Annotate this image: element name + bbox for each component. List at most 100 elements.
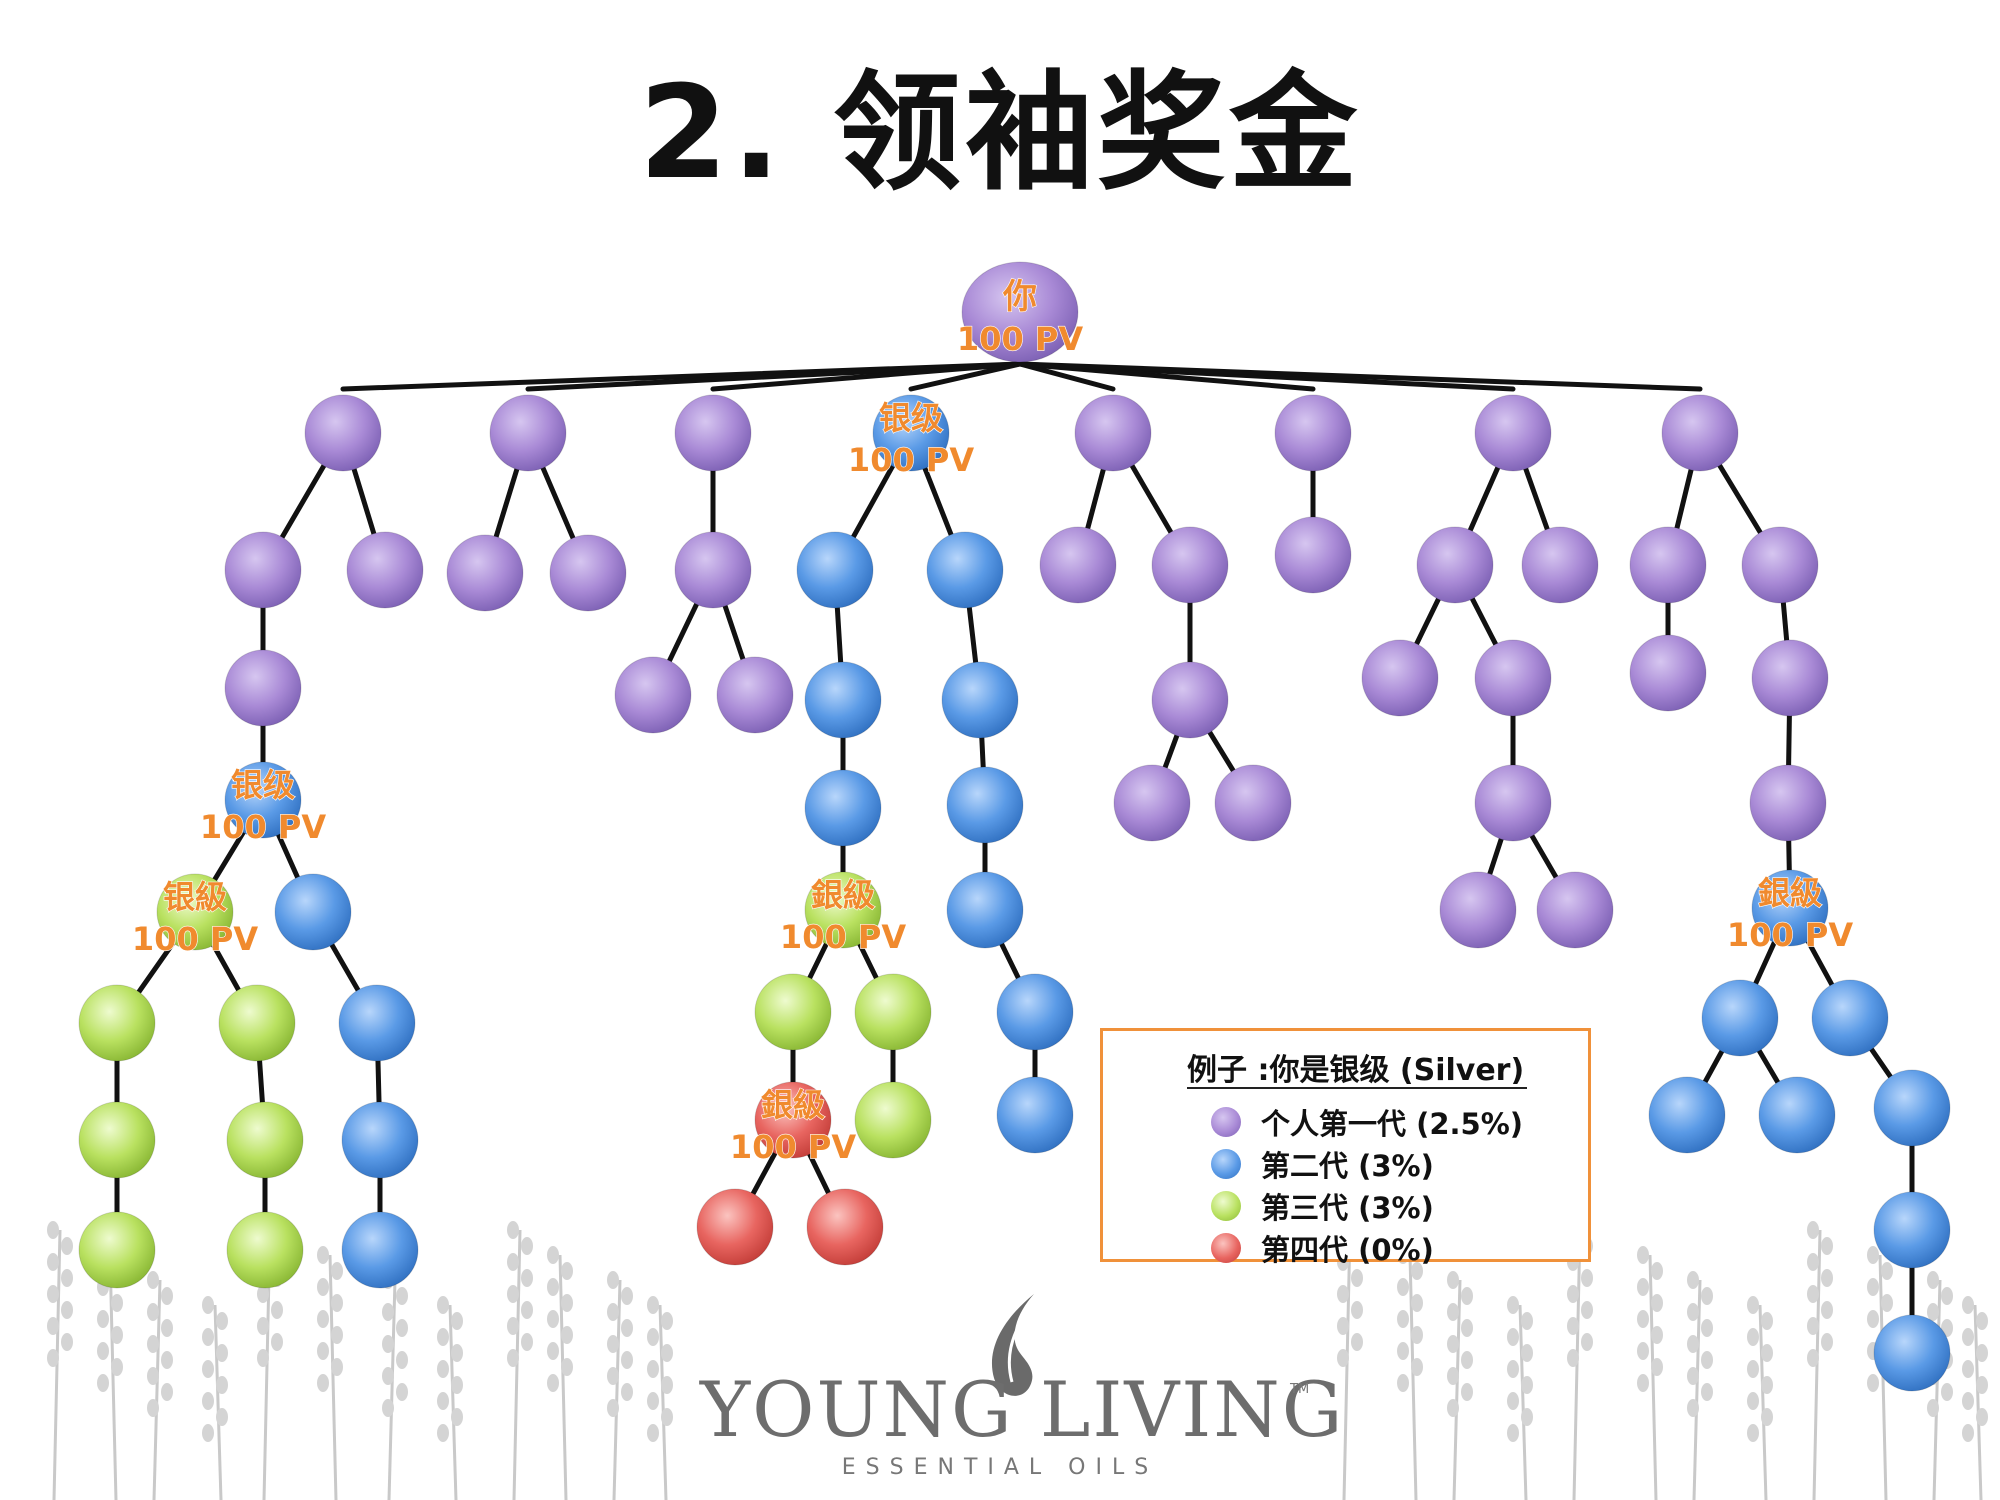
connector-line bbox=[1527, 830, 1561, 883]
lavender-bud bbox=[1976, 1312, 1988, 1330]
lavender-bud bbox=[507, 1285, 519, 1303]
lavender-bud bbox=[451, 1376, 463, 1394]
lavender-bud bbox=[1581, 1333, 1593, 1351]
lavender-bud bbox=[47, 1253, 59, 1271]
connector-line bbox=[805, 938, 831, 984]
lavender-bud bbox=[1807, 1221, 1819, 1239]
member-node-green bbox=[78, 1101, 156, 1179]
lavender-bud bbox=[396, 1319, 408, 1337]
legend-label: 第四代 (0%) bbox=[1261, 1233, 1434, 1267]
member-node-green bbox=[226, 1101, 304, 1179]
member-node-purple bbox=[1521, 526, 1599, 604]
member-node-blue bbox=[1811, 979, 1889, 1057]
member-node-red bbox=[754, 1081, 832, 1159]
node-rank-label: 银级 bbox=[231, 766, 295, 804]
lavender-bud bbox=[202, 1424, 214, 1442]
lavender-bud bbox=[1337, 1285, 1349, 1303]
lavender-bud bbox=[507, 1253, 519, 1271]
lavender-bud bbox=[1976, 1376, 1988, 1394]
lavender-bud bbox=[147, 1335, 159, 1353]
lavender-bud bbox=[451, 1344, 463, 1362]
lavender-bud bbox=[647, 1360, 659, 1378]
tree-nodes bbox=[78, 261, 1951, 1392]
member-node-purple bbox=[1151, 661, 1229, 739]
node-rank-label: 银級 bbox=[163, 878, 227, 916]
member-node-purple bbox=[446, 534, 524, 612]
member-node-green bbox=[78, 1211, 156, 1289]
lavender-bud bbox=[271, 1333, 283, 1351]
lavender-bud bbox=[1962, 1296, 1974, 1314]
connector-line bbox=[834, 601, 844, 669]
member-node-blue bbox=[796, 531, 874, 609]
connector-line bbox=[350, 463, 378, 540]
lavender-bud bbox=[1581, 1301, 1593, 1319]
member-node-green bbox=[754, 973, 832, 1051]
member-node-purple bbox=[1661, 394, 1739, 472]
lavender-bud bbox=[1447, 1335, 1459, 1353]
member-node-blue bbox=[804, 661, 882, 739]
slide-title: 2. 领袖奖金 bbox=[638, 59, 1362, 208]
member-node-blue bbox=[1648, 1076, 1726, 1154]
connector-line bbox=[921, 462, 955, 541]
lavender-bud bbox=[561, 1262, 573, 1280]
lavender-bud bbox=[317, 1310, 329, 1328]
lavender-bud bbox=[1411, 1294, 1423, 1312]
lavender-bud bbox=[547, 1342, 559, 1360]
connector-line bbox=[327, 939, 363, 996]
lavender-bud bbox=[1461, 1383, 1473, 1401]
lavender-bud bbox=[47, 1317, 59, 1335]
lavender-bud bbox=[257, 1349, 269, 1367]
lavender-bud bbox=[331, 1262, 343, 1280]
tree-connectors bbox=[114, 361, 1915, 1322]
connector-line bbox=[1205, 726, 1238, 777]
lavender-bud bbox=[1807, 1285, 1819, 1303]
lavender-bud bbox=[1521, 1376, 1533, 1394]
member-node-purple bbox=[1151, 526, 1229, 604]
connector-line bbox=[1786, 834, 1792, 877]
connector-line bbox=[1786, 709, 1792, 772]
member-node-purple bbox=[614, 656, 692, 734]
member-node-blue bbox=[1873, 1069, 1951, 1147]
lavender-bud bbox=[1821, 1333, 1833, 1351]
member-node-purple bbox=[1361, 639, 1439, 717]
lavender-stem bbox=[1758, 1304, 1768, 1500]
connector-line bbox=[1127, 460, 1176, 538]
connector-line bbox=[721, 599, 747, 666]
lavender-bud bbox=[647, 1392, 659, 1410]
member-node-blue bbox=[941, 661, 1019, 739]
lavender-stem bbox=[387, 1279, 397, 1500]
member-node-purple bbox=[549, 534, 627, 612]
lavender-stem bbox=[1452, 1279, 1462, 1500]
member-node-blue bbox=[341, 1211, 419, 1289]
lavender-bud bbox=[47, 1221, 59, 1239]
node-rank-label: 銀級 bbox=[1758, 874, 1822, 912]
lavender-bud bbox=[1927, 1303, 1939, 1321]
lavender-bud bbox=[1397, 1278, 1409, 1296]
connector-line bbox=[1412, 593, 1443, 650]
legend-item-gen2: 第二代 (3%) bbox=[1211, 1145, 1434, 1183]
lavender-bud bbox=[621, 1287, 633, 1305]
leaf-drop-icon bbox=[991, 1294, 1034, 1396]
member-node-blue bbox=[804, 769, 882, 847]
member-node-blue bbox=[996, 1076, 1074, 1154]
member-node-purple bbox=[1474, 764, 1552, 842]
connector-line bbox=[1084, 463, 1107, 535]
lavender-bud bbox=[1521, 1312, 1533, 1330]
connector-line bbox=[908, 361, 1023, 392]
lavender-bud bbox=[396, 1287, 408, 1305]
lavender-bud bbox=[1867, 1278, 1879, 1296]
lavender-bud bbox=[451, 1408, 463, 1426]
lavender-bud bbox=[216, 1344, 228, 1362]
lavender-bud bbox=[147, 1303, 159, 1321]
lavender-stem bbox=[52, 1229, 62, 1500]
lavender-bud bbox=[1687, 1271, 1699, 1289]
connector-line bbox=[1468, 592, 1500, 651]
lavender-bud bbox=[647, 1424, 659, 1442]
lavender-bud bbox=[521, 1301, 533, 1319]
lavender-bud bbox=[147, 1271, 159, 1289]
member-node-purple bbox=[1074, 394, 1152, 472]
member-node-purple bbox=[1113, 764, 1191, 842]
member-node-blue bbox=[926, 531, 1004, 609]
member-node-purple bbox=[1274, 394, 1352, 472]
member-node-blue bbox=[1873, 1314, 1951, 1392]
